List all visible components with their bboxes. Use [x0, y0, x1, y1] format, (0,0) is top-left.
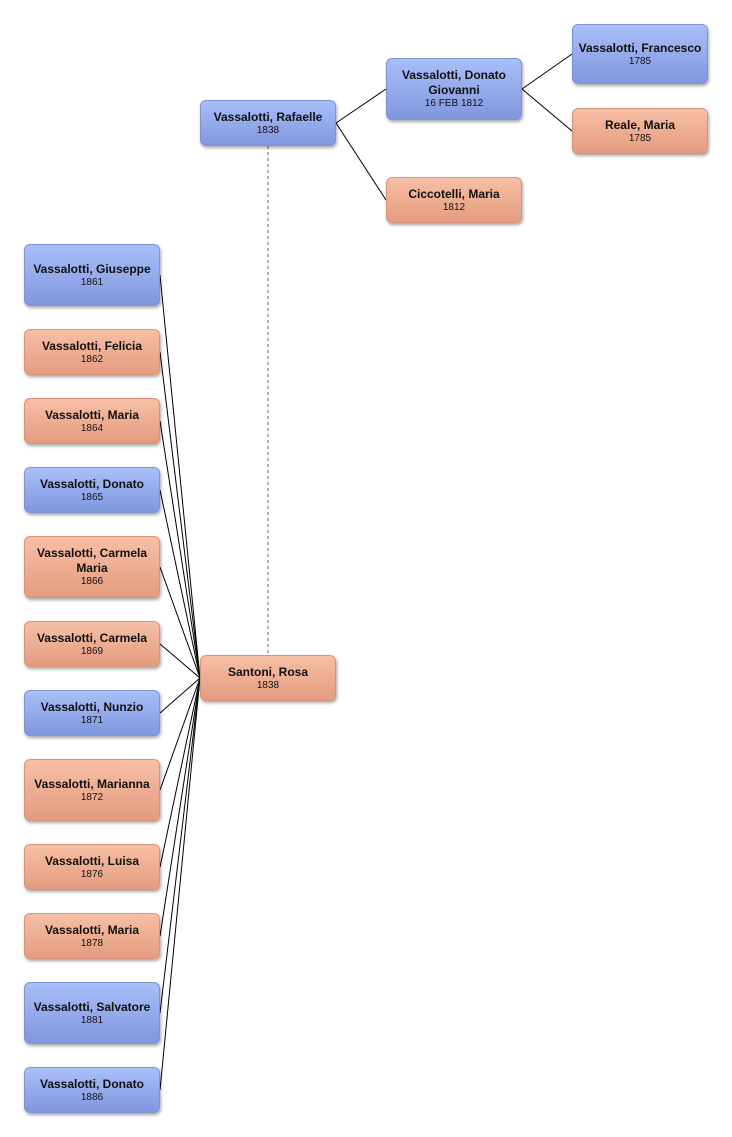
person-date: 1812 [442, 201, 466, 213]
person-date: 1886 [80, 1091, 104, 1103]
child-node[interactable]: Vassalotti, Salvatore 1881 [24, 982, 160, 1044]
person-name: Vassalotti, Rafaelle [213, 109, 323, 124]
child-node[interactable]: Vassalotti, Luisa 1876 [24, 844, 160, 890]
person-date: 1878 [80, 937, 104, 949]
parent-connector [335, 122, 387, 201]
parent-connector [521, 53, 573, 90]
person-name: Vassalotti, Felicia [41, 338, 143, 353]
person-node-santoni-rosa[interactable]: Santoni, Rosa 1838 [200, 655, 336, 701]
child-node[interactable]: Vassalotti, Felicia 1862 [24, 329, 160, 375]
child-connector [159, 677, 201, 1014]
person-name: Santoni, Rosa [227, 664, 308, 679]
person-name: Ciccotelli, Maria [408, 186, 500, 201]
child-connector [159, 420, 201, 679]
person-name: Vassalotti, Salvatore [33, 999, 151, 1014]
child-node[interactable]: Vassalotti, Donato 1886 [24, 1067, 160, 1113]
child-connector [159, 274, 201, 679]
person-node-ciccotelli-maria[interactable]: Ciccotelli, Maria 1812 [386, 177, 522, 223]
person-name: Reale, Maria [604, 117, 676, 132]
person-date: 1869 [80, 645, 104, 657]
parent-connector [521, 88, 573, 132]
child-node[interactable]: Vassalotti, Maria 1864 [24, 398, 160, 444]
person-date: 1838 [256, 679, 280, 691]
person-date: 1864 [80, 422, 104, 434]
child-node[interactable]: Vassalotti, Nunzio 1871 [24, 690, 160, 736]
person-date: 1866 [80, 576, 104, 587]
child-connector [159, 643, 201, 679]
child-connector [159, 677, 201, 714]
person-name: Vassalotti, Maria [44, 922, 140, 937]
person-name: Vassalotti, Francesco [578, 40, 702, 55]
child-node[interactable]: Vassalotti, Carmela Maria 1866 [24, 536, 160, 598]
parent-connector [335, 88, 387, 124]
person-date: 1872 [80, 791, 104, 803]
person-name: Vassalotti, Maria [44, 407, 140, 422]
person-name: Vassalotti, Marianna [34, 776, 150, 791]
child-connector [159, 351, 201, 679]
person-date: 1785 [628, 55, 652, 67]
person-name: Vassalotti, Donato [39, 1076, 145, 1091]
person-name: Vassalotti, Donato [39, 476, 145, 491]
person-node-vassalotti-francesco[interactable]: Vassalotti, Francesco 1785 [572, 24, 708, 84]
person-name: Vassalotti, Donato Giovanni [401, 68, 507, 97]
person-date: 1785 [628, 132, 652, 144]
child-connector [159, 677, 201, 868]
person-name: Vassalotti, Luisa [44, 853, 140, 868]
person-name: Vassalotti, Carmela Maria [36, 546, 148, 575]
person-date: 16 FEB 1812 [424, 98, 484, 109]
child-connector [159, 677, 201, 1091]
person-name: Vassalotti, Giuseppe [33, 261, 151, 276]
child-connector [159, 489, 201, 679]
child-connector [159, 677, 201, 791]
child-node[interactable]: Vassalotti, Giuseppe 1861 [24, 244, 160, 306]
child-node[interactable]: Vassalotti, Carmela 1869 [24, 621, 160, 667]
person-date: 1862 [80, 353, 104, 365]
person-date: 1871 [80, 714, 104, 726]
child-connector [159, 677, 201, 937]
child-node[interactable]: Vassalotti, Maria 1878 [24, 913, 160, 959]
person-name: Vassalotti, Nunzio [40, 699, 144, 714]
person-date: 1838 [256, 124, 280, 136]
person-date: 1861 [80, 276, 104, 288]
person-node-vassalotti-donato-giovanni[interactable]: Vassalotti, Donato Giovanni 16 FEB 1812 [386, 58, 522, 120]
child-connector [159, 566, 201, 679]
person-node-reale-maria[interactable]: Reale, Maria 1785 [572, 108, 708, 154]
person-node-vassalotti-rafaelle[interactable]: Vassalotti, Rafaelle 1838 [200, 100, 336, 146]
person-date: 1865 [80, 491, 104, 503]
child-node[interactable]: Vassalotti, Donato 1865 [24, 467, 160, 513]
person-name: Vassalotti, Carmela [36, 630, 148, 645]
person-date: 1881 [80, 1014, 104, 1026]
child-node[interactable]: Vassalotti, Marianna 1872 [24, 759, 160, 821]
person-date: 1876 [80, 868, 104, 880]
